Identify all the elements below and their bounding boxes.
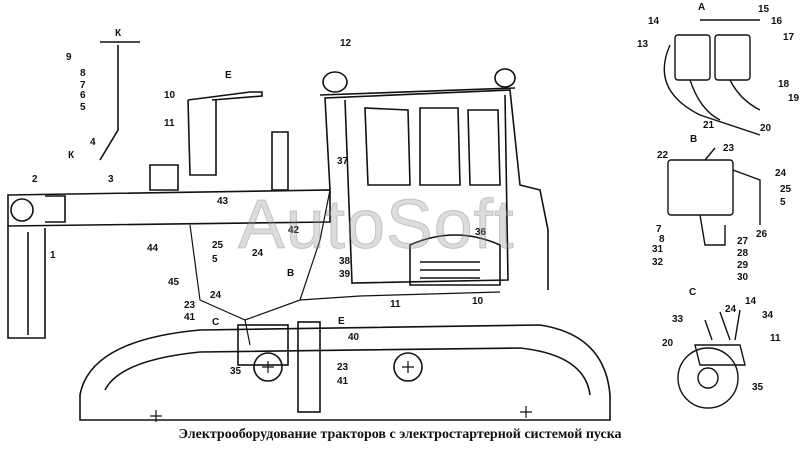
callout-11b: 11 — [390, 299, 401, 310]
callout-24b: 24 — [210, 290, 222, 301]
callout-labels: К 9 8 7 6 5 4 3 К 2 1 10 11 Е 12 37 43 2… — [32, 2, 800, 393]
callout-38: 38 — [339, 256, 351, 267]
callout-39: 39 — [339, 269, 351, 280]
view-label-c-main: С — [212, 317, 219, 328]
callout-16: 16 — [771, 16, 783, 27]
view-label-b-main: В — [287, 268, 294, 279]
view-label-e-top: Е — [225, 70, 232, 81]
tractor-outline — [7, 41, 611, 421]
callout-12: 12 — [340, 38, 352, 49]
callout-8b: 8 — [659, 234, 665, 245]
callout-45: 45 — [168, 277, 180, 288]
callout-24a: 24 — [252, 248, 264, 259]
callout-25b: 25 — [780, 184, 792, 195]
callout-10a: 10 — [164, 90, 176, 101]
callout-43: 43 — [217, 196, 229, 207]
callout-27: 27 — [737, 236, 749, 247]
callout-21: 21 — [703, 120, 715, 131]
cab-window-left — [364, 107, 411, 186]
callout-23c: 23 — [723, 143, 735, 154]
callout-42: 42 — [288, 225, 300, 236]
callout-23a: 23 — [184, 300, 196, 311]
callout-7: 7 — [80, 80, 86, 91]
callout-20b: 20 — [662, 338, 674, 349]
callout-36: 36 — [475, 227, 487, 238]
callout-2: 2 — [32, 174, 38, 185]
callout-6: 6 — [80, 90, 86, 101]
callout-5c: 5 — [780, 197, 786, 208]
callout-5a: 5 — [80, 102, 86, 113]
view-label-a: А — [698, 2, 705, 13]
callout-35: 35 — [230, 366, 242, 377]
callout-13: 13 — [637, 39, 649, 50]
callout-14b: 14 — [745, 296, 757, 307]
view-label-e-main: Е — [338, 316, 345, 327]
callout-37: 37 — [337, 156, 349, 167]
callout-26: 26 — [756, 229, 768, 240]
callout-20a: 20 — [760, 123, 772, 134]
callout-35b: 35 — [752, 382, 764, 393]
view-label-b: В — [690, 134, 697, 145]
view-label-k-mid: К — [68, 150, 75, 161]
callout-40: 40 — [348, 332, 360, 343]
callout-24d: 24 — [725, 304, 737, 315]
callout-19: 19 — [788, 93, 800, 104]
callout-22: 22 — [657, 150, 669, 161]
callout-23b: 23 — [337, 362, 349, 373]
callout-41a: 41 — [184, 312, 196, 323]
callout-15: 15 — [758, 4, 770, 15]
inset-b-bracket — [667, 147, 761, 246]
callout-11a: 11 — [164, 118, 175, 129]
callout-1: 1 — [50, 250, 56, 261]
callout-8: 8 — [80, 68, 86, 79]
callout-30: 30 — [737, 272, 749, 283]
callout-4: 4 — [90, 137, 96, 148]
callout-41b: 41 — [337, 376, 349, 387]
cab-window-mid — [419, 107, 461, 186]
callout-5b: 5 — [212, 254, 218, 265]
callout-25a: 25 — [212, 240, 224, 251]
callout-33: 33 — [672, 314, 684, 325]
callout-7b: 7 — [656, 224, 662, 235]
callout-3: 3 — [108, 174, 114, 185]
cab-window-right — [467, 109, 501, 186]
callout-18: 18 — [778, 79, 790, 90]
callout-14: 14 — [648, 16, 660, 27]
inset-a-relays — [663, 19, 761, 136]
callout-10b: 10 — [472, 296, 484, 307]
callout-17: 17 — [783, 32, 795, 43]
diagram-caption: Электрооборудование тракторов с электрос… — [178, 427, 622, 442]
callout-24c: 24 — [775, 168, 787, 179]
callout-34: 34 — [762, 310, 774, 321]
callout-31: 31 — [652, 244, 664, 255]
callout-28: 28 — [737, 248, 749, 259]
callout-29: 29 — [737, 260, 749, 271]
center-marks — [150, 361, 532, 422]
view-label-c: С — [689, 287, 696, 298]
inset-c-starter — [677, 309, 746, 409]
callout-32: 32 — [652, 257, 664, 268]
view-label-k-top: К — [115, 28, 122, 39]
callout-44: 44 — [147, 243, 159, 254]
callout-9: 9 — [66, 52, 72, 63]
callout-11c: 11 — [770, 333, 781, 344]
